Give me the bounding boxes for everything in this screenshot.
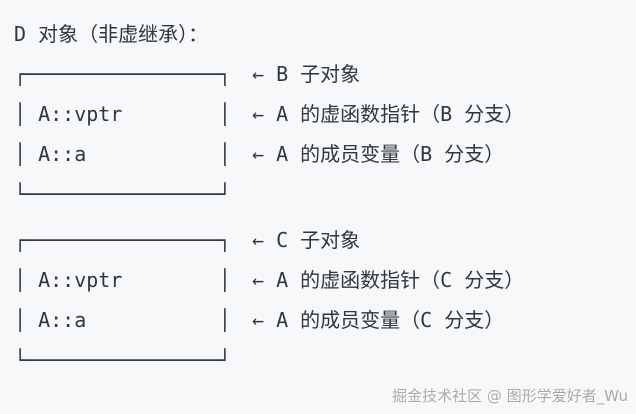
vptr-row: │ A::vptr │ ← A 的虚函数指针（C 分支） [14, 260, 636, 300]
annotation-member-b: ← A 的成员变量（B 分支） [252, 142, 505, 166]
box-cell-vptr: │ A::vptr │ [14, 102, 231, 126]
box-top-row: ┌────────────────┐ ← B 子对象 [14, 54, 636, 94]
box-cell-vptr: │ A::vptr │ [14, 268, 231, 292]
box-cell-a: │ A::a │ [14, 142, 231, 166]
box-bottom-row: └────────────────┘ [14, 174, 636, 214]
annotation-vptr-c: ← A 的虚函数指针（C 分支） [252, 268, 525, 292]
box-border-bottom: └────────────────┘ [14, 182, 231, 206]
subobject-block-b: ┌────────────────┐ ← B 子对象 │ A::vptr │ ←… [14, 54, 636, 214]
member-row: │ A::a │ ← A 的成员变量（B 分支） [14, 134, 636, 174]
annotation-b-subobject: ← B 子对象 [252, 62, 361, 86]
box-border-top: ┌────────────────┐ [14, 62, 231, 86]
box-top-row: ┌────────────────┐ ← C 子对象 [14, 220, 636, 260]
diagram-title: D 对象（非虚继承）： [14, 22, 209, 46]
box-bottom-row: └────────────────┘ [14, 340, 636, 380]
box-cell-a: │ A::a │ [14, 308, 231, 332]
box-border-top: ┌────────────────┐ [14, 228, 231, 252]
member-row: │ A::a │ ← A 的成员变量（C 分支） [14, 300, 636, 340]
annotation-c-subobject: ← C 子对象 [252, 228, 361, 252]
watermark: 掘金技术社区 @ 图形学爱好者_Wu [392, 387, 628, 405]
annotation-vptr-b: ← A 的虚函数指针（B 分支） [252, 102, 525, 126]
vptr-row: │ A::vptr │ ← A 的虚函数指针（B 分支） [14, 94, 636, 134]
subobject-block-c: ┌────────────────┐ ← C 子对象 │ A::vptr │ ←… [14, 220, 636, 380]
box-border-bottom: └────────────────┘ [14, 348, 231, 372]
annotation-member-c: ← A 的成员变量（C 分支） [252, 308, 505, 332]
